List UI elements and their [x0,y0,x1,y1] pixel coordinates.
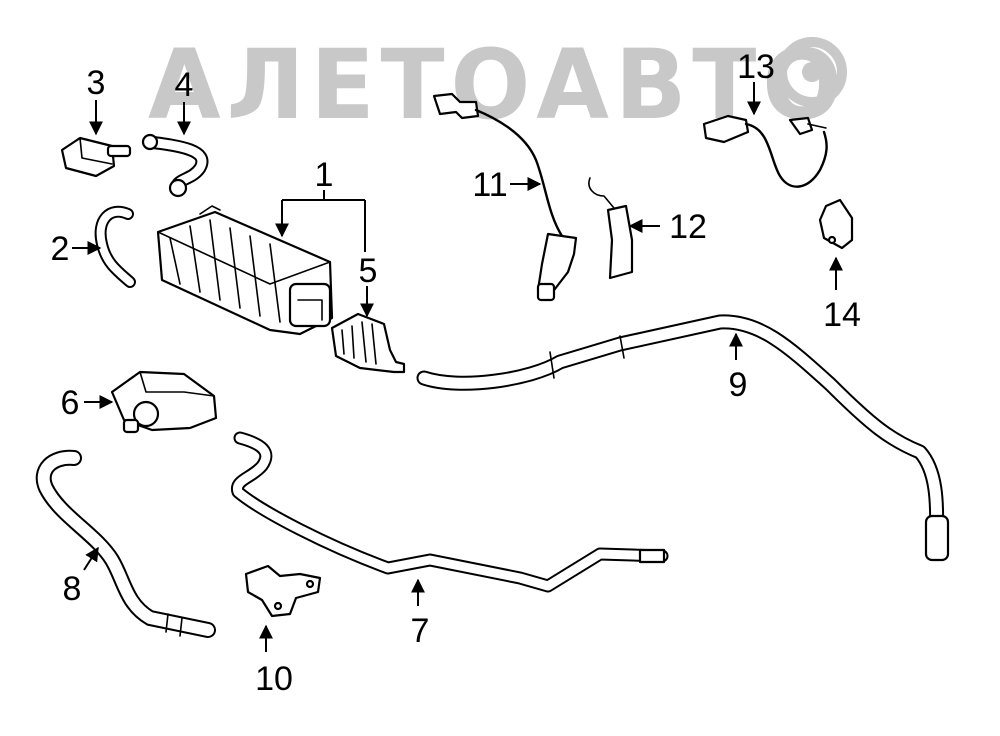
part-1-charcoal-canister [156,205,334,336]
callout-7: 7 [411,612,430,650]
callout-9: 9 [729,366,748,404]
part-5-filter [330,312,406,374]
part-6-pump-module [110,370,218,434]
part-3-vsv [60,136,132,178]
callout-3: 3 [87,64,106,102]
callout-12: 12 [669,208,707,246]
part-4-hose [141,133,209,198]
callout-10: 10 [255,660,293,698]
part-10-bracket [244,564,322,618]
part-14-bracket [818,198,854,250]
callout-5: 5 [359,252,378,290]
callout-4: 4 [175,66,194,104]
part-7-tube [231,431,669,593]
callout-2: 2 [51,230,70,268]
watermark-gear-icon [777,37,847,107]
callouts: 1 2 3 4 5 6 7 8 9 10 11 12 13 14 [51,48,861,698]
watermark: АЛЕТОАВТО [148,29,847,141]
callout-11: 11 [472,166,507,204]
leader-lines [72,82,843,652]
callout-6: 6 [61,384,80,422]
part-11-oxygen-sensor [432,92,578,302]
callout-8: 8 [63,570,82,608]
part-8-hose [35,449,216,638]
part-9-hose [416,314,950,562]
callout-14: 14 [823,296,861,334]
part-13-sensor [702,114,828,188]
callout-1: 1 [315,156,334,194]
callout-13: 13 [737,48,775,86]
part-2-hose [94,205,136,288]
part-12-bracket [588,177,634,280]
